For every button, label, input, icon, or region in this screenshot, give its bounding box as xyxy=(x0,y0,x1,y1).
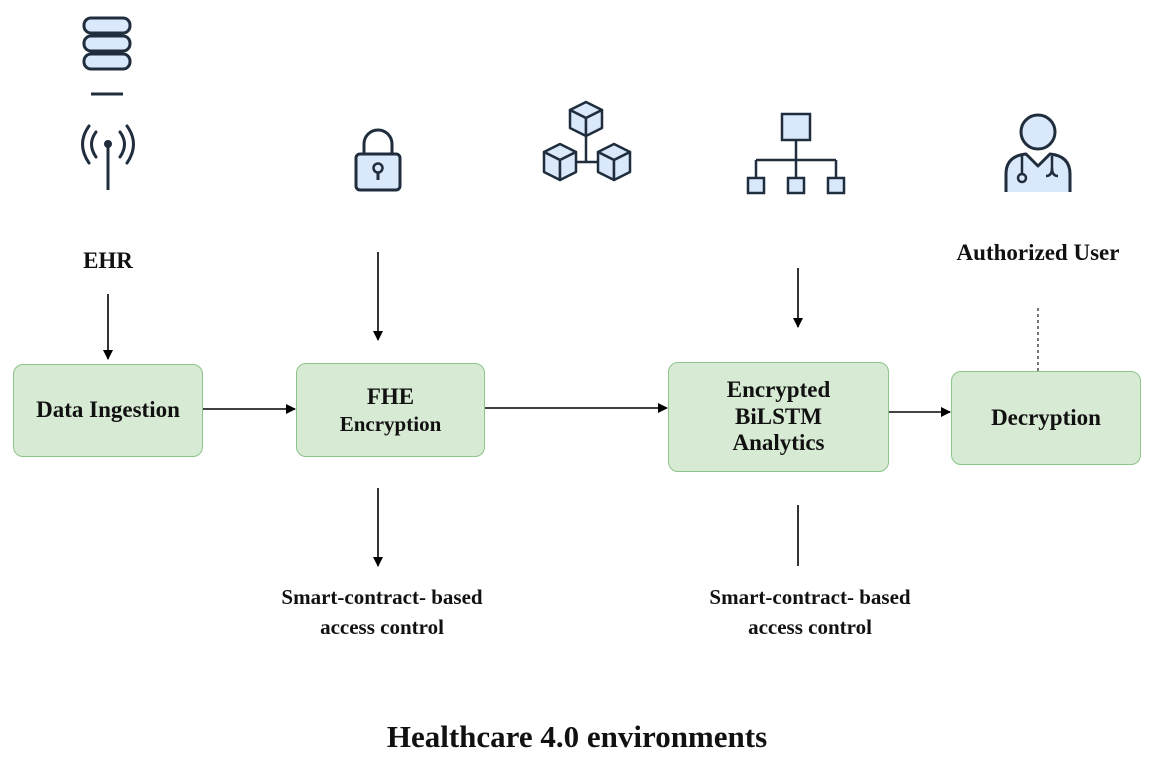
authorized-user-label: Authorized User xyxy=(956,240,1120,265)
fhe-encryption-box: FHE Encryption xyxy=(296,363,485,457)
data-ingestion-text: Data Ingestion xyxy=(36,397,180,423)
analytics-line-bilstm: BiLSTM xyxy=(735,403,822,429)
decryption-text: Decryption xyxy=(991,404,1101,430)
analytics-line-analytics: Analytics xyxy=(732,430,825,456)
access-control-label-1: Smart-contract- based access control xyxy=(222,582,542,643)
access-control-1-line2: access control xyxy=(320,615,444,640)
access-control-label-2: Smart-contract- based access control xyxy=(650,582,970,643)
lock-icon xyxy=(354,128,402,192)
blockchain-cubes-icon xyxy=(542,100,632,182)
database-icon xyxy=(82,16,132,96)
fhe-text: FHE xyxy=(366,383,415,409)
access-control-2-line2: access control xyxy=(748,615,872,640)
ehr-label: EHR xyxy=(83,248,133,273)
analytics-line-encrypted: Encrypted xyxy=(726,377,831,403)
access-control-2-line1: Smart-contract- based xyxy=(709,585,911,609)
encrypted-bilstm-analytics-box: Encrypted BiLSTM Analytics xyxy=(668,362,889,472)
doctor-user-icon xyxy=(1004,113,1072,192)
data-ingestion-box: Data Ingestion xyxy=(13,364,203,457)
hierarchy-network-icon xyxy=(746,112,846,195)
encryption-text: Encryption xyxy=(339,412,442,437)
decryption-box: Decryption xyxy=(951,371,1141,465)
access-control-1-line1: Smart-contract- based xyxy=(281,585,483,609)
wireless-antenna-icon xyxy=(81,124,135,190)
diagram-title: Healthcare 4.0 environments xyxy=(386,719,768,754)
